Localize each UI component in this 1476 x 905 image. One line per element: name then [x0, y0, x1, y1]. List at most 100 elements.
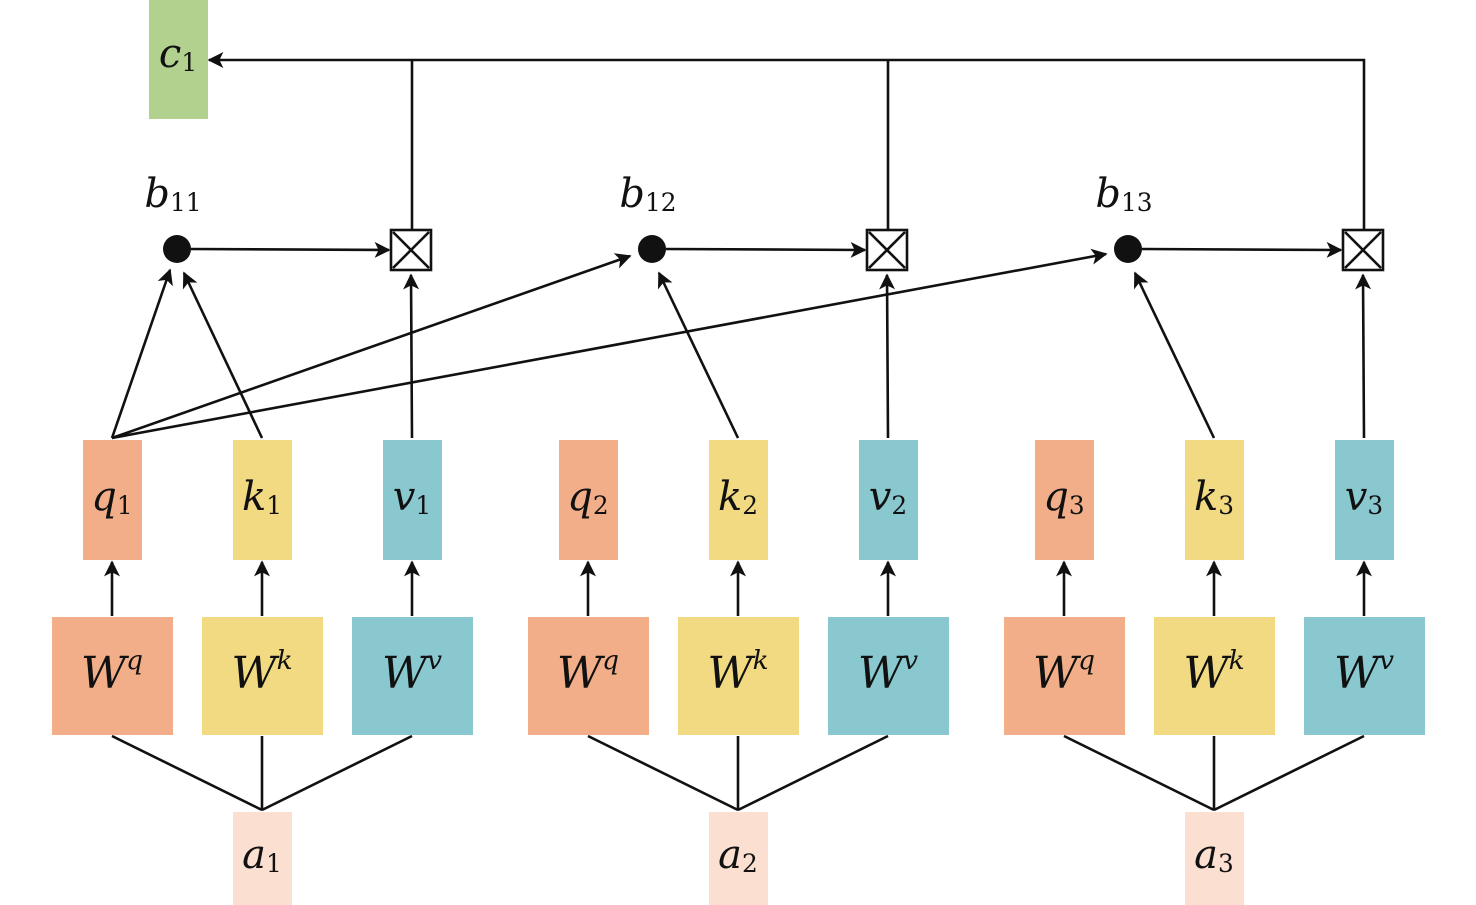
weight-label-Wk-3: Wk	[1183, 645, 1244, 699]
vector-label-q2: q2	[567, 474, 608, 520]
vector-label-v1-base: v	[393, 474, 416, 520]
weight-label-Wq-3: Wq	[1033, 645, 1095, 699]
score-label-b12-base: b	[619, 171, 645, 217]
vector-box-v2	[859, 440, 918, 560]
weight-label-Wv-2-superscript: v	[903, 645, 918, 676]
vector-label-v2-subscript: 2	[891, 491, 907, 520]
score-label-b11: b11	[144, 171, 201, 217]
score-label-b13-subscript: 13	[1121, 188, 1153, 217]
vector-label-k3-base: k	[1194, 474, 1218, 520]
weight-box-Wq-2	[528, 617, 649, 735]
query-to-score-13	[111, 248, 1108, 440]
input-fan-right-2	[737, 734, 889, 812]
vector-label-q2-base: q	[567, 474, 593, 520]
vector-box-q1	[83, 440, 142, 560]
input-fan-left-1	[111, 734, 263, 812]
multiply-node-3	[1341, 228, 1385, 272]
key-to-score-2	[657, 271, 740, 439]
vector-box-q3	[1035, 440, 1094, 560]
sum-line	[207, 52, 1366, 229]
vector-label-q2-subscript: 2	[593, 491, 609, 520]
vector-label-v2: v2	[869, 474, 907, 520]
score-label-b12: b12	[619, 171, 676, 217]
weight-label-Wk-1-base: W	[231, 648, 280, 699]
weight-label-Wq-2-superscript: q	[602, 645, 619, 676]
input-label-a2: a2	[718, 832, 758, 878]
score-node-b11	[163, 235, 191, 263]
multiply-cross-b-1	[392, 231, 430, 269]
vector-label-k2-subscript: 2	[742, 491, 758, 520]
input-fan-right-1	[261, 734, 413, 812]
weight-label-Wk-2-superscript: k	[753, 645, 769, 676]
input-fan-left-3	[1063, 734, 1215, 812]
vector-label-q3-base: q	[1043, 474, 1069, 520]
weight-box-Wv-1	[352, 617, 473, 735]
input-label-a3-subscript: 3	[1218, 849, 1234, 878]
input-label-a1-subscript: 1	[266, 849, 282, 878]
weight-label-Wv-2: Wv	[858, 645, 918, 699]
weight-label-Wk-1-superscript: k	[277, 645, 293, 676]
vector-label-v1-subscript: 1	[415, 491, 431, 520]
input-box-a3	[1185, 812, 1244, 905]
score-to-multiply-1	[190, 241, 391, 258]
weight-box-Wq-3	[1004, 617, 1125, 735]
key-to-score-3	[1133, 271, 1216, 439]
vector-label-k1-base: k	[242, 474, 266, 520]
weight-label-Wv-1: Wv	[382, 645, 442, 699]
query-to-score-12	[111, 253, 632, 440]
vector-label-k1: k1	[242, 474, 282, 520]
input-box-a1	[233, 812, 292, 905]
vector-label-v1: v1	[393, 474, 431, 520]
weight-label-Wv-3: Wv	[1334, 645, 1394, 699]
weight-label-Wk-2-base: W	[707, 648, 756, 699]
weight-label-Wq-1: Wq	[81, 645, 143, 699]
weight-box-Wv-3	[1304, 617, 1425, 735]
connections	[104, 52, 1372, 812]
weight-label-Wv-3-base: W	[1334, 648, 1383, 699]
multiply-cross-b-3	[1344, 231, 1382, 269]
multiply-node-2	[865, 228, 909, 272]
vector-label-v3-subscript: 3	[1367, 491, 1383, 520]
weight-label-Wq-1-superscript: q	[126, 645, 143, 676]
vector-box-v1	[383, 440, 442, 560]
input-label-a3-base: a	[1194, 832, 1218, 878]
value-to-multiply-2	[879, 273, 896, 439]
weight-label-Wv-3-superscript: v	[1379, 645, 1394, 676]
input-label-a1-base: a	[242, 832, 266, 878]
value-to-multiply-3	[1355, 273, 1372, 439]
weight-box-Wq-1	[52, 617, 173, 735]
input-fan-right-3	[1213, 734, 1365, 812]
vector-label-q3: q3	[1043, 474, 1084, 520]
vector-label-q1-base: q	[91, 474, 117, 520]
input-label-a2-base: a	[718, 832, 742, 878]
weight-label-Wk-2: Wk	[707, 645, 768, 699]
score-label-b11-subscript: 11	[170, 188, 202, 217]
score-to-multiply-2	[665, 241, 867, 258]
weight-label-Wq-3-base: W	[1033, 648, 1082, 699]
input-label-a3: a3	[1194, 832, 1234, 878]
weight-label-Wq-2: Wq	[557, 645, 619, 699]
weight-box-Wv-2	[828, 617, 949, 735]
vector-label-k2: k2	[718, 474, 758, 520]
vector-box-k1	[233, 440, 292, 560]
output-label-c1: c1	[159, 31, 197, 77]
vector-label-v2-base: v	[869, 474, 892, 520]
vector-label-q3-subscript: 3	[1069, 491, 1085, 520]
vector-box-k2	[709, 440, 768, 560]
score-node-b13	[1114, 235, 1142, 263]
output-label-c1-subscript: 1	[181, 48, 197, 77]
vector-label-k3: k3	[1194, 474, 1234, 520]
multiply-cross-b-2	[868, 231, 906, 269]
weight-label-Wv-1-superscript: v	[427, 645, 442, 676]
vector-label-q1-subscript: 1	[117, 491, 133, 520]
vector-box-v3	[1335, 440, 1394, 560]
multiply-node-1	[389, 228, 433, 272]
vector-label-k2-base: k	[718, 474, 742, 520]
output-box-c1	[149, 0, 208, 119]
weight-box-Wk-1	[202, 617, 323, 735]
input-fan-left-2	[587, 734, 739, 812]
vector-box-q2	[559, 440, 618, 560]
score-label-b12-subscript: 12	[645, 188, 677, 217]
